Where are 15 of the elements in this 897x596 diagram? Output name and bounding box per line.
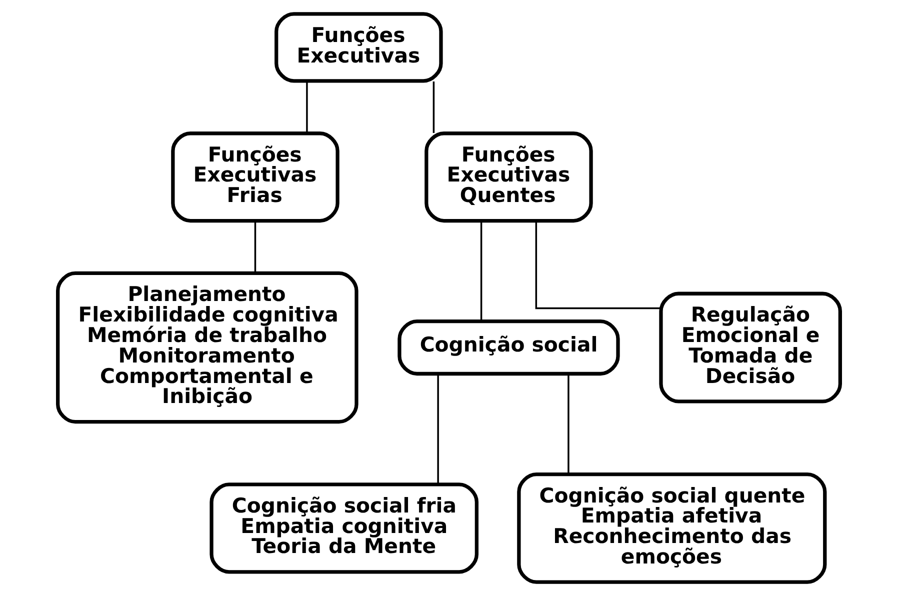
node-box: Funções Executivas Quentes (424, 132, 592, 223)
connector (432, 81, 434, 133)
node-box: Planejamento Flexibilidade cognitiva Memória de trabalho Monitoramento Comportamental e Inibição (56, 271, 358, 424)
node-box: Funções Executivas Frias (170, 132, 339, 223)
connector (254, 220, 256, 273)
node-box: Cognição social fria Empatia cognitiva Teoria da Mente (209, 482, 478, 574)
connector (480, 220, 482, 322)
connector (436, 374, 438, 484)
node-box: Regulação Emocional e Tomada de Decisão (658, 292, 842, 404)
connector (567, 374, 569, 474)
connector (534, 221, 660, 310)
node-box: Cognição social (397, 320, 620, 376)
connector (306, 81, 308, 133)
node-box: Cognição social quente Empatia afetiva Reconhecimento das emoções (516, 472, 826, 584)
node-box: Funções Executivas (274, 12, 442, 83)
